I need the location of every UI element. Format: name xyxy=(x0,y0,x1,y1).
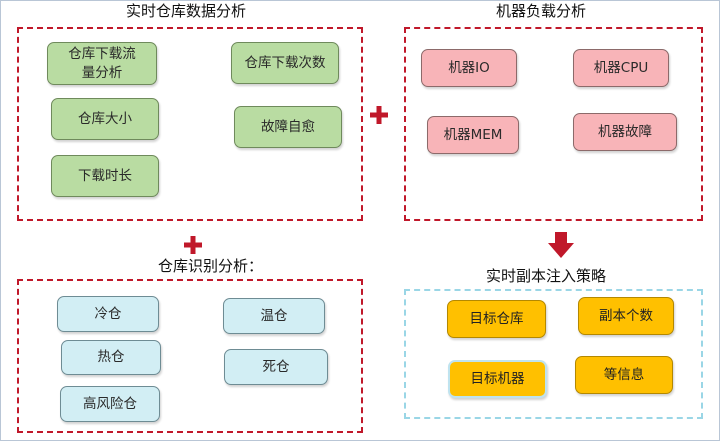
node-machine-mem: 机器MEM xyxy=(427,116,519,154)
warehouse-identify-title: 仓库识别分析： xyxy=(158,257,264,275)
plus-icon xyxy=(184,236,202,254)
node-download-duration: 下载时长 xyxy=(51,155,159,197)
node-warehouse-download-traffic: 仓库下载流量分析 xyxy=(47,42,157,85)
node-warehouse-download-count: 仓库下载次数 xyxy=(231,42,339,84)
node-target-machine: 目标机器 xyxy=(448,360,547,398)
warehouse-analysis-title: 实时仓库数据分析 xyxy=(126,2,247,20)
node-target-warehouse: 目标仓库 xyxy=(447,300,546,338)
node-machine-fault: 机器故障 xyxy=(573,113,677,151)
node-warehouse-size: 仓库大小 xyxy=(51,98,159,140)
node-self-healing: 故障自愈 xyxy=(234,106,342,148)
node-machine-io: 机器IO xyxy=(421,49,517,87)
node-warm-warehouse: 温仓 xyxy=(223,298,325,334)
node-replica-count: 副本个数 xyxy=(578,297,674,335)
node-cold-warehouse: 冷仓 xyxy=(57,296,159,332)
plus-icon xyxy=(370,106,388,124)
node-hot-warehouse: 热仓 xyxy=(61,340,161,375)
machine-load-title: 机器负载分析 xyxy=(496,2,587,20)
node-etc-info: 等信息 xyxy=(575,356,673,394)
node-dead-warehouse: 死仓 xyxy=(224,349,328,385)
node-high-risk-warehouse: 高风险仓 xyxy=(60,386,160,422)
node-machine-cpu: 机器CPU xyxy=(573,49,669,87)
replica-strategy-title: 实时副本注入策略 xyxy=(486,267,607,285)
down-arrow-icon xyxy=(548,232,574,258)
